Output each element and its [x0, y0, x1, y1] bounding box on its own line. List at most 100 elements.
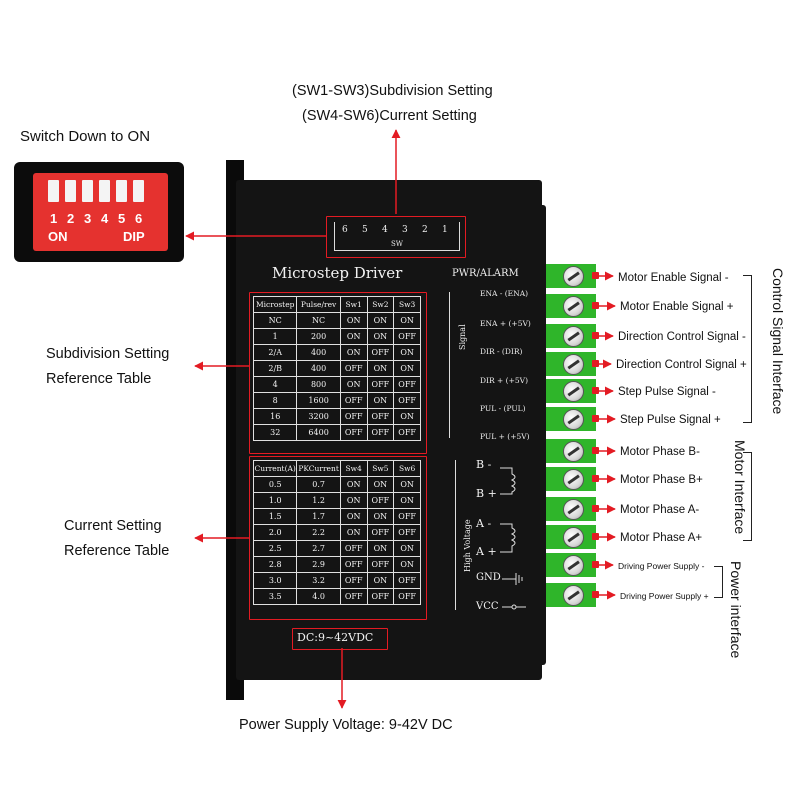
screw-icon: [563, 441, 584, 462]
dip-dip-label: DIP: [123, 229, 145, 244]
terminal-7: [546, 439, 599, 463]
signal-label: ENA - (ENA): [480, 289, 529, 298]
screw-icon: [563, 469, 584, 490]
sw-number: 5: [362, 225, 368, 235]
phase-label: B -: [476, 458, 492, 471]
screw-icon: [563, 499, 584, 520]
signal-label: PUL - (PUL): [480, 404, 526, 413]
dip-number: 1: [50, 211, 58, 226]
terminal-12: [546, 583, 599, 607]
screw-icon: [563, 381, 584, 402]
terminal-label: Motor Phase A-: [620, 504, 700, 516]
terminal-9: [546, 497, 599, 521]
subdivision-table-label: Subdivision Setting: [46, 346, 170, 362]
table-cell: OFF: [393, 572, 421, 589]
dip-on-label: ON: [48, 229, 68, 244]
power-bracket: [714, 566, 723, 598]
table-cell: OFF: [393, 524, 421, 541]
dip-number: 3: [84, 211, 92, 226]
terminal-pin: [592, 302, 599, 309]
table-cell: 4.0: [296, 588, 341, 605]
terminal-pin: [592, 505, 599, 512]
dip-number: 6: [135, 211, 143, 226]
phase-label: B +: [476, 487, 497, 500]
dip-switch-3: [82, 180, 93, 202]
gnd-label: GND: [476, 572, 501, 583]
dc-label-highlight: [292, 628, 388, 650]
signal-label: ENA + (+5V): [480, 319, 531, 328]
screw-icon: [563, 296, 584, 317]
coil-symbols: [500, 467, 516, 553]
control-bracket: [743, 275, 752, 423]
signal-label: PUL + (+5V): [480, 432, 530, 441]
screw-icon: [563, 409, 584, 430]
sw-number: 1: [442, 225, 448, 235]
terminal-10: [546, 525, 599, 549]
terminal-label: Direction Control Signal -: [618, 331, 746, 343]
terminal-pin: [592, 447, 599, 454]
terminal-label: Motor Enable Signal +: [620, 301, 734, 313]
dip-switch-1: [48, 180, 59, 202]
terminal-5: [546, 379, 599, 403]
dip-switch-2: [65, 180, 76, 202]
table-cell: 32: [252, 424, 298, 441]
dip-switch-6: [133, 180, 144, 202]
vcc-label: VCC: [476, 601, 499, 612]
high-voltage-bracket: [455, 460, 462, 610]
terminal-pin: [592, 272, 599, 279]
signal-label: DIR + (+5V): [480, 376, 528, 385]
screw-icon: [563, 354, 584, 375]
table-cell: 1600: [296, 392, 341, 409]
dc-voltage-label: DC:9~42VDC: [297, 631, 374, 644]
terminal-8: [546, 467, 599, 491]
dip-number: 2: [67, 211, 75, 226]
terminal-label: Motor Phase B-: [620, 446, 700, 458]
terminal-1: [546, 264, 599, 288]
table-cell: OFF: [393, 424, 421, 441]
screw-icon: [563, 527, 584, 548]
terminal-label: Direction Control Signal +: [616, 359, 747, 371]
sw-switch-block: [334, 222, 460, 251]
sw-number: 6: [342, 225, 348, 235]
dip-switch-body: 1 2 3 4 5 6 ON DIP: [33, 173, 168, 251]
terminal-label: Driving Power Supply -: [618, 561, 705, 571]
terminal-4: [546, 352, 599, 376]
dip-switch-inset: 1 2 3 4 5 6 ON DIP: [14, 162, 184, 262]
terminal-pin: [592, 415, 599, 422]
dip-number: 4: [101, 211, 109, 226]
terminal-label: Motor Phase B+: [620, 474, 703, 486]
current-table-label-2: Reference Table: [64, 543, 170, 559]
current-table-highlight: [249, 456, 427, 620]
terminal-pin: [592, 561, 599, 568]
terminal-3: [546, 324, 599, 348]
subdivision-table-label-2: Reference Table: [46, 371, 152, 387]
terminal-label: Motor Phase A+: [620, 532, 703, 544]
dip-switch-4: [99, 180, 110, 202]
phase-label: A -: [476, 517, 492, 530]
signal-bracket: [449, 292, 458, 438]
terminal-label: Motor Enable Signal -: [618, 272, 729, 284]
terminal-2: [546, 294, 599, 318]
screw-icon: [563, 326, 584, 347]
power-supply-voltage-caption: Power Supply Voltage: 9-42V DC: [239, 717, 453, 733]
terminal-pin: [592, 332, 599, 339]
table-cell: 1.2: [296, 492, 341, 509]
table-cell: 6400: [296, 424, 341, 441]
driver-title: Microstep Driver: [272, 264, 403, 282]
terminal-6: [546, 407, 599, 431]
sw-number: 3: [402, 225, 408, 235]
pwr-alarm-label: PWR/ALARM: [452, 268, 519, 279]
terminal-pin: [592, 360, 599, 367]
sw-switch-highlight: [326, 216, 466, 258]
ground-symbol: [502, 573, 526, 610]
